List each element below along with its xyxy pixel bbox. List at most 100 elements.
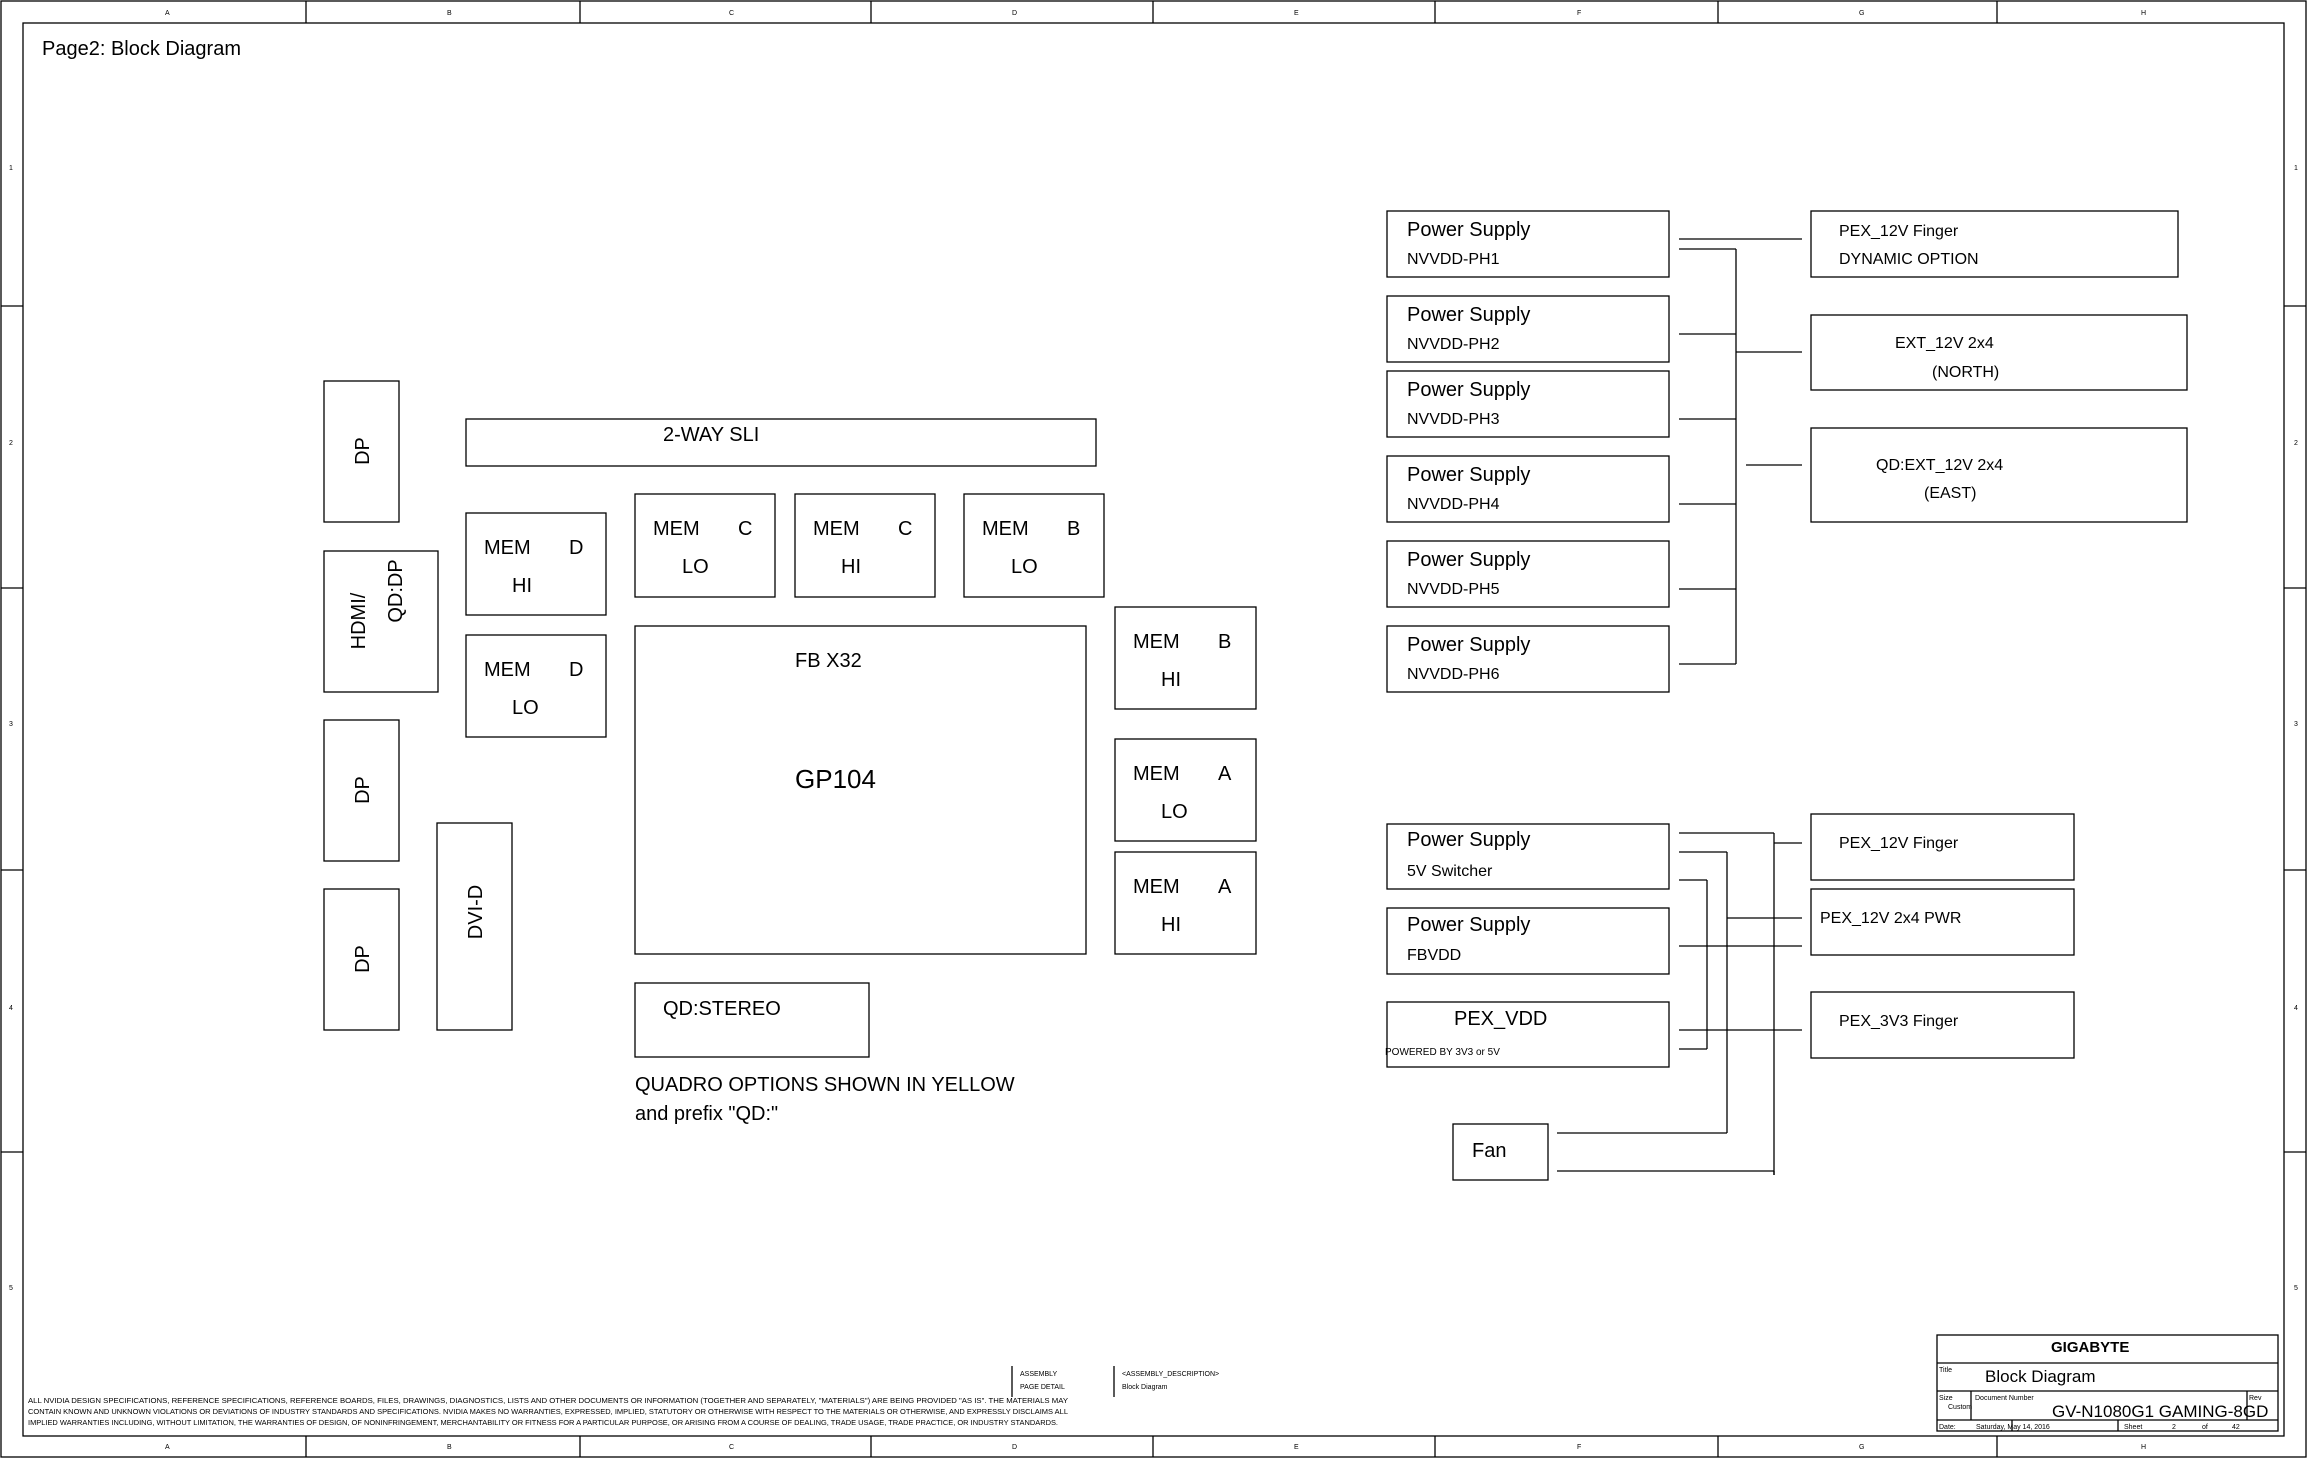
mem-d-lo: MEM D LO xyxy=(465,634,607,738)
col-label-b: B xyxy=(447,10,452,17)
svg-text:PEX_12V Finger: PEX_12V Finger xyxy=(1839,835,1959,852)
assembly-block: ASSEMBLY PAGE DETAIL <ASSEMBLY_DESCRIPTI… xyxy=(1011,1366,1219,1397)
dp-top-label: DP xyxy=(352,437,374,465)
svg-text:IMPLIED WARRANTIES INCLUDING,: IMPLIED WARRANTIES INCLUDING, WITHOUT LI… xyxy=(28,1420,1058,1427)
svg-text:ASSEMBLY: ASSEMBLY xyxy=(1020,1371,1058,1378)
svg-text:A: A xyxy=(1218,876,1232,898)
aux-wires xyxy=(1557,832,1802,1175)
svg-text:<ASSEMBLY_DESCRIPTION>: <ASSEMBLY_DESCRIPTION> xyxy=(1122,1371,1219,1378)
svg-text:Block Diagram: Block Diagram xyxy=(1122,1384,1168,1391)
border-row-labels: 1 1 2 2 3 3 4 4 5 5 xyxy=(9,165,2298,1292)
hdmi-label-line2: QD:DP xyxy=(385,559,407,622)
svg-text:Power Supply: Power Supply xyxy=(1407,634,1530,656)
row-label-5-right: 5 xyxy=(2294,1285,2298,1292)
memory-blocks: MEM D HI MEM D LO MEM C LO MEM C HI MEM … xyxy=(465,493,1257,955)
dvi-connector xyxy=(436,822,513,1031)
mem-b-hi: MEM B HI xyxy=(1114,606,1257,710)
col-label-h: H xyxy=(2141,10,2146,17)
svg-text:LO: LO xyxy=(1011,556,1038,578)
svg-text:HI: HI xyxy=(512,575,532,597)
svg-text:B: B xyxy=(1218,631,1231,653)
col-label-d-bottom: D xyxy=(1012,1444,1017,1451)
svg-text:Power Supply: Power Supply xyxy=(1407,379,1530,401)
mem-a-lo: MEM A LO xyxy=(1114,738,1257,842)
mem-c-hi: MEM C HI xyxy=(794,493,936,598)
supply-5v-switcher: Power Supply 5V Switcher xyxy=(1386,823,1670,890)
col-label-f-bottom: F xyxy=(1577,1444,1581,1451)
svg-text:PEX_VDD: PEX_VDD xyxy=(1454,1008,1547,1030)
svg-text:MEM: MEM xyxy=(484,659,531,681)
svg-text:EXT_12V 2x4: EXT_12V 2x4 xyxy=(1895,335,1994,352)
sli-box xyxy=(465,418,1097,467)
hdmi-connector xyxy=(323,550,439,693)
svg-text:HI: HI xyxy=(1161,669,1181,691)
page-title: Page2: Block Diagram xyxy=(42,38,241,60)
power-phase-1: Power Supply NVVDD-PH1 xyxy=(1386,210,1670,278)
col-label-g: G xyxy=(1859,10,1864,17)
row-label-3: 3 xyxy=(9,721,13,728)
stereo-label: QD:STEREO xyxy=(663,998,781,1020)
phase-bus-wires xyxy=(1679,238,1802,665)
svg-text:MEM: MEM xyxy=(1133,876,1180,898)
svg-text:Title: Title xyxy=(1939,1367,1952,1374)
svg-text:MEM: MEM xyxy=(1133,631,1180,653)
input-pex3v3-finger: PEX_3V3 Finger xyxy=(1810,991,2075,1059)
border-row-ticks xyxy=(1,305,2306,1153)
svg-text:A: A xyxy=(1218,763,1232,785)
power-phase-2: Power Supply NVVDD-PH2 xyxy=(1386,295,1670,363)
company-name: GIGABYTE xyxy=(2051,1339,2129,1356)
col-label-e-bottom: E xyxy=(1294,1444,1299,1451)
power-inputs-top: PEX_12V Finger DYNAMIC OPTION EXT_12V 2x… xyxy=(1810,210,2188,523)
svg-text:LO: LO xyxy=(512,697,539,719)
svg-text:Power Supply: Power Supply xyxy=(1407,219,1530,241)
power-phase-3: Power Supply NVVDD-PH3 xyxy=(1386,370,1670,438)
mem-c-lo: MEM C LO xyxy=(634,493,776,598)
display-connectors: DP HDMI/ QD:DP DP DP DVI-D xyxy=(323,380,513,1031)
col-label-d: D xyxy=(1012,10,1017,17)
svg-text:Date:: Date: xyxy=(1939,1424,1956,1431)
svg-text:QD:EXT_12V 2x4: QD:EXT_12V 2x4 xyxy=(1876,457,2003,474)
svg-text:Saturday, May 14, 2016: Saturday, May 14, 2016 xyxy=(1976,1424,2050,1431)
svg-text:5V Switcher: 5V Switcher xyxy=(1407,863,1493,880)
svg-text:NVVDD-PH4: NVVDD-PH4 xyxy=(1407,496,1500,513)
input-pex12v-2x4: PEX_12V 2x4 PWR xyxy=(1810,888,2075,956)
svg-text:DYNAMIC OPTION: DYNAMIC OPTION xyxy=(1839,251,1979,268)
svg-text:PAGE DETAIL: PAGE DETAIL xyxy=(1020,1384,1065,1391)
col-label-e: E xyxy=(1294,10,1299,17)
svg-text:D: D xyxy=(569,659,583,681)
title-block: GIGABYTE Title Block Diagram Size Custom… xyxy=(1936,1334,2279,1432)
supply-pex-vdd: PEX_VDD POWERED BY 3V3 or 5V xyxy=(1385,1001,1670,1068)
row-label-4-right: 4 xyxy=(2294,1005,2298,1012)
svg-text:Sheet: Sheet xyxy=(2124,1424,2142,1431)
dvi-label: DVI-D xyxy=(465,885,487,939)
svg-text:2: 2 xyxy=(2172,1424,2176,1431)
dp-mid-label: DP xyxy=(352,776,374,804)
svg-text:Custom: Custom xyxy=(1948,1404,1972,1411)
col-label-c: C xyxy=(729,10,734,17)
sheet-title: Block Diagram xyxy=(1985,1367,2096,1386)
svg-text:MEM: MEM xyxy=(1133,763,1180,785)
fan-block: Fan xyxy=(1452,1123,1549,1181)
dp-bottom-connector xyxy=(323,888,400,1031)
dp-top-connector xyxy=(323,380,400,523)
input-pex12v-finger: PEX_12V Finger xyxy=(1810,813,2075,881)
svg-text:FBVDD: FBVDD xyxy=(1407,947,1461,964)
row-label-4: 4 xyxy=(9,1005,13,1012)
supply-fbvdd: Power Supply FBVDD xyxy=(1386,907,1670,975)
svg-text:CONTAIN KNOWN AND UNKNOWN VIOL: CONTAIN KNOWN AND UNKNOWN VIOLATIONS OR … xyxy=(28,1409,1068,1416)
input-ext12v-north: EXT_12V 2x4 (NORTH) xyxy=(1810,314,2188,391)
col-label-g-bottom: G xyxy=(1859,1444,1864,1451)
col-label-a: A xyxy=(165,10,170,17)
power-phases: Power Supply NVVDD-PH1 Power Supply NVVD… xyxy=(1386,210,1670,693)
svg-text:NVVDD-PH3: NVVDD-PH3 xyxy=(1407,411,1500,428)
svg-text:LO: LO xyxy=(1161,801,1188,823)
svg-text:Power Supply: Power Supply xyxy=(1407,464,1530,486)
row-label-3-right: 3 xyxy=(2294,721,2298,728)
svg-text:D: D xyxy=(569,537,583,559)
row-label-1: 1 xyxy=(9,165,13,172)
row-label-1-right: 1 xyxy=(2294,165,2298,172)
svg-text:Power Supply: Power Supply xyxy=(1407,304,1530,326)
svg-text:of: of xyxy=(2202,1424,2208,1431)
stereo-box xyxy=(634,982,870,1058)
